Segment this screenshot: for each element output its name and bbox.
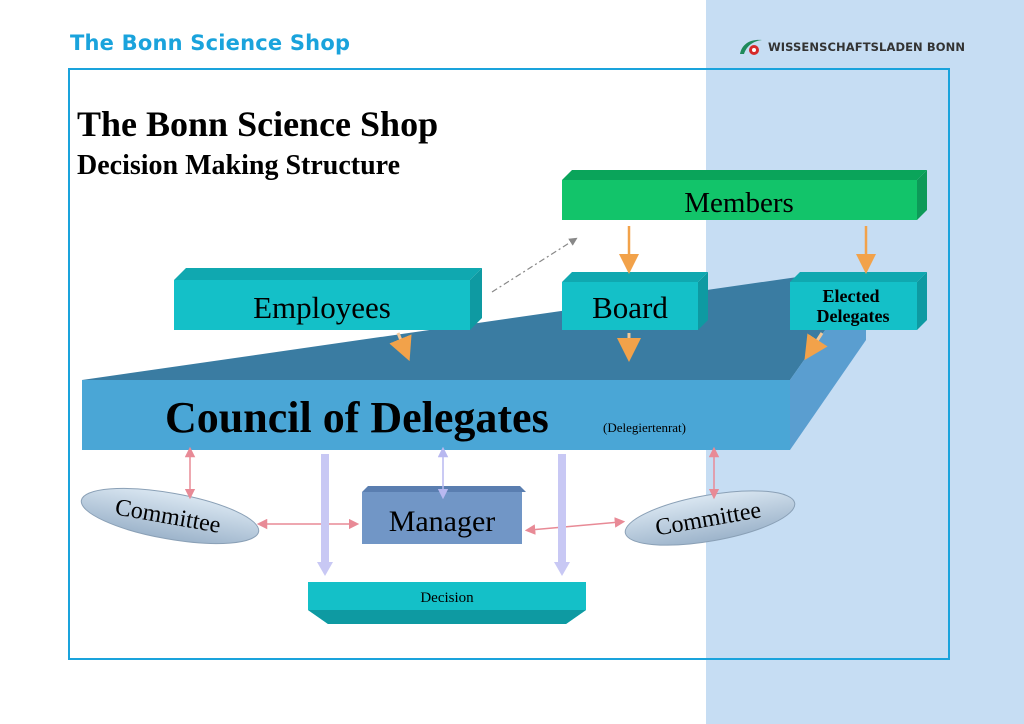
council-to-decision-arrow-left	[317, 454, 333, 576]
slide-subtitle: Decision Making Structure	[77, 150, 401, 181]
logo-text: WISSENSCHAFTSLADEN BONN	[768, 40, 966, 54]
committee-right-ellipse	[624, 490, 796, 546]
board-label: Board	[592, 290, 668, 325]
manager-top-face	[362, 486, 526, 492]
members-top-face	[562, 170, 927, 180]
council-to-decision-arrow-right	[554, 454, 570, 576]
elected-front-face	[790, 282, 917, 330]
decision-box: Decision	[308, 582, 586, 624]
logo-swoosh-icon	[740, 39, 762, 55]
manager-front-face	[362, 492, 522, 544]
members-box: Members	[562, 170, 927, 220]
employees-top-face	[174, 268, 482, 280]
manager-label: Manager	[389, 505, 496, 538]
slide-title: The Bonn Science Shop	[77, 104, 439, 144]
manager-committee-right-arrow	[524, 517, 626, 535]
employees-side-face	[470, 268, 482, 330]
employees-front-face	[174, 280, 470, 330]
council-sub-label: (Delegiertenrat)	[603, 420, 686, 435]
council-label: Council of Delegates	[165, 393, 549, 442]
board-top-face	[562, 272, 708, 282]
decision-bottom-face	[308, 610, 586, 624]
board-box: Board	[562, 272, 708, 330]
council-front-face	[82, 380, 790, 450]
employees-label: Employees	[253, 290, 391, 325]
elected-to-council-arrow	[804, 332, 828, 361]
elected-label-line1: Elected	[823, 286, 880, 306]
header-title: The Bonn Science Shop	[70, 31, 351, 55]
employees-to-members-dashed-arrow	[491, 237, 578, 293]
content-frame	[68, 68, 950, 660]
members-side-face	[917, 170, 927, 220]
board-side-face	[698, 272, 708, 330]
employees-box: Employees	[174, 268, 482, 330]
manager-box: Manager	[362, 486, 526, 544]
board-front-face	[562, 282, 698, 330]
elected-label-line2: Delegates	[817, 306, 890, 326]
logo: WISSENSCHAFTSLADEN BONN	[738, 35, 965, 59]
elected-side-face	[917, 272, 927, 330]
decision-label: Decision	[420, 590, 474, 606]
members-label: Members	[684, 187, 794, 219]
committee-right: Committee	[624, 490, 796, 546]
elected-top-face	[790, 272, 927, 282]
committee-left-ellipse	[80, 487, 260, 545]
committee-left: Committee	[80, 487, 260, 545]
elected-delegates-box: Elected Delegates	[790, 272, 927, 330]
employees-to-council-arrow	[389, 332, 412, 362]
members-front-face	[562, 180, 917, 220]
